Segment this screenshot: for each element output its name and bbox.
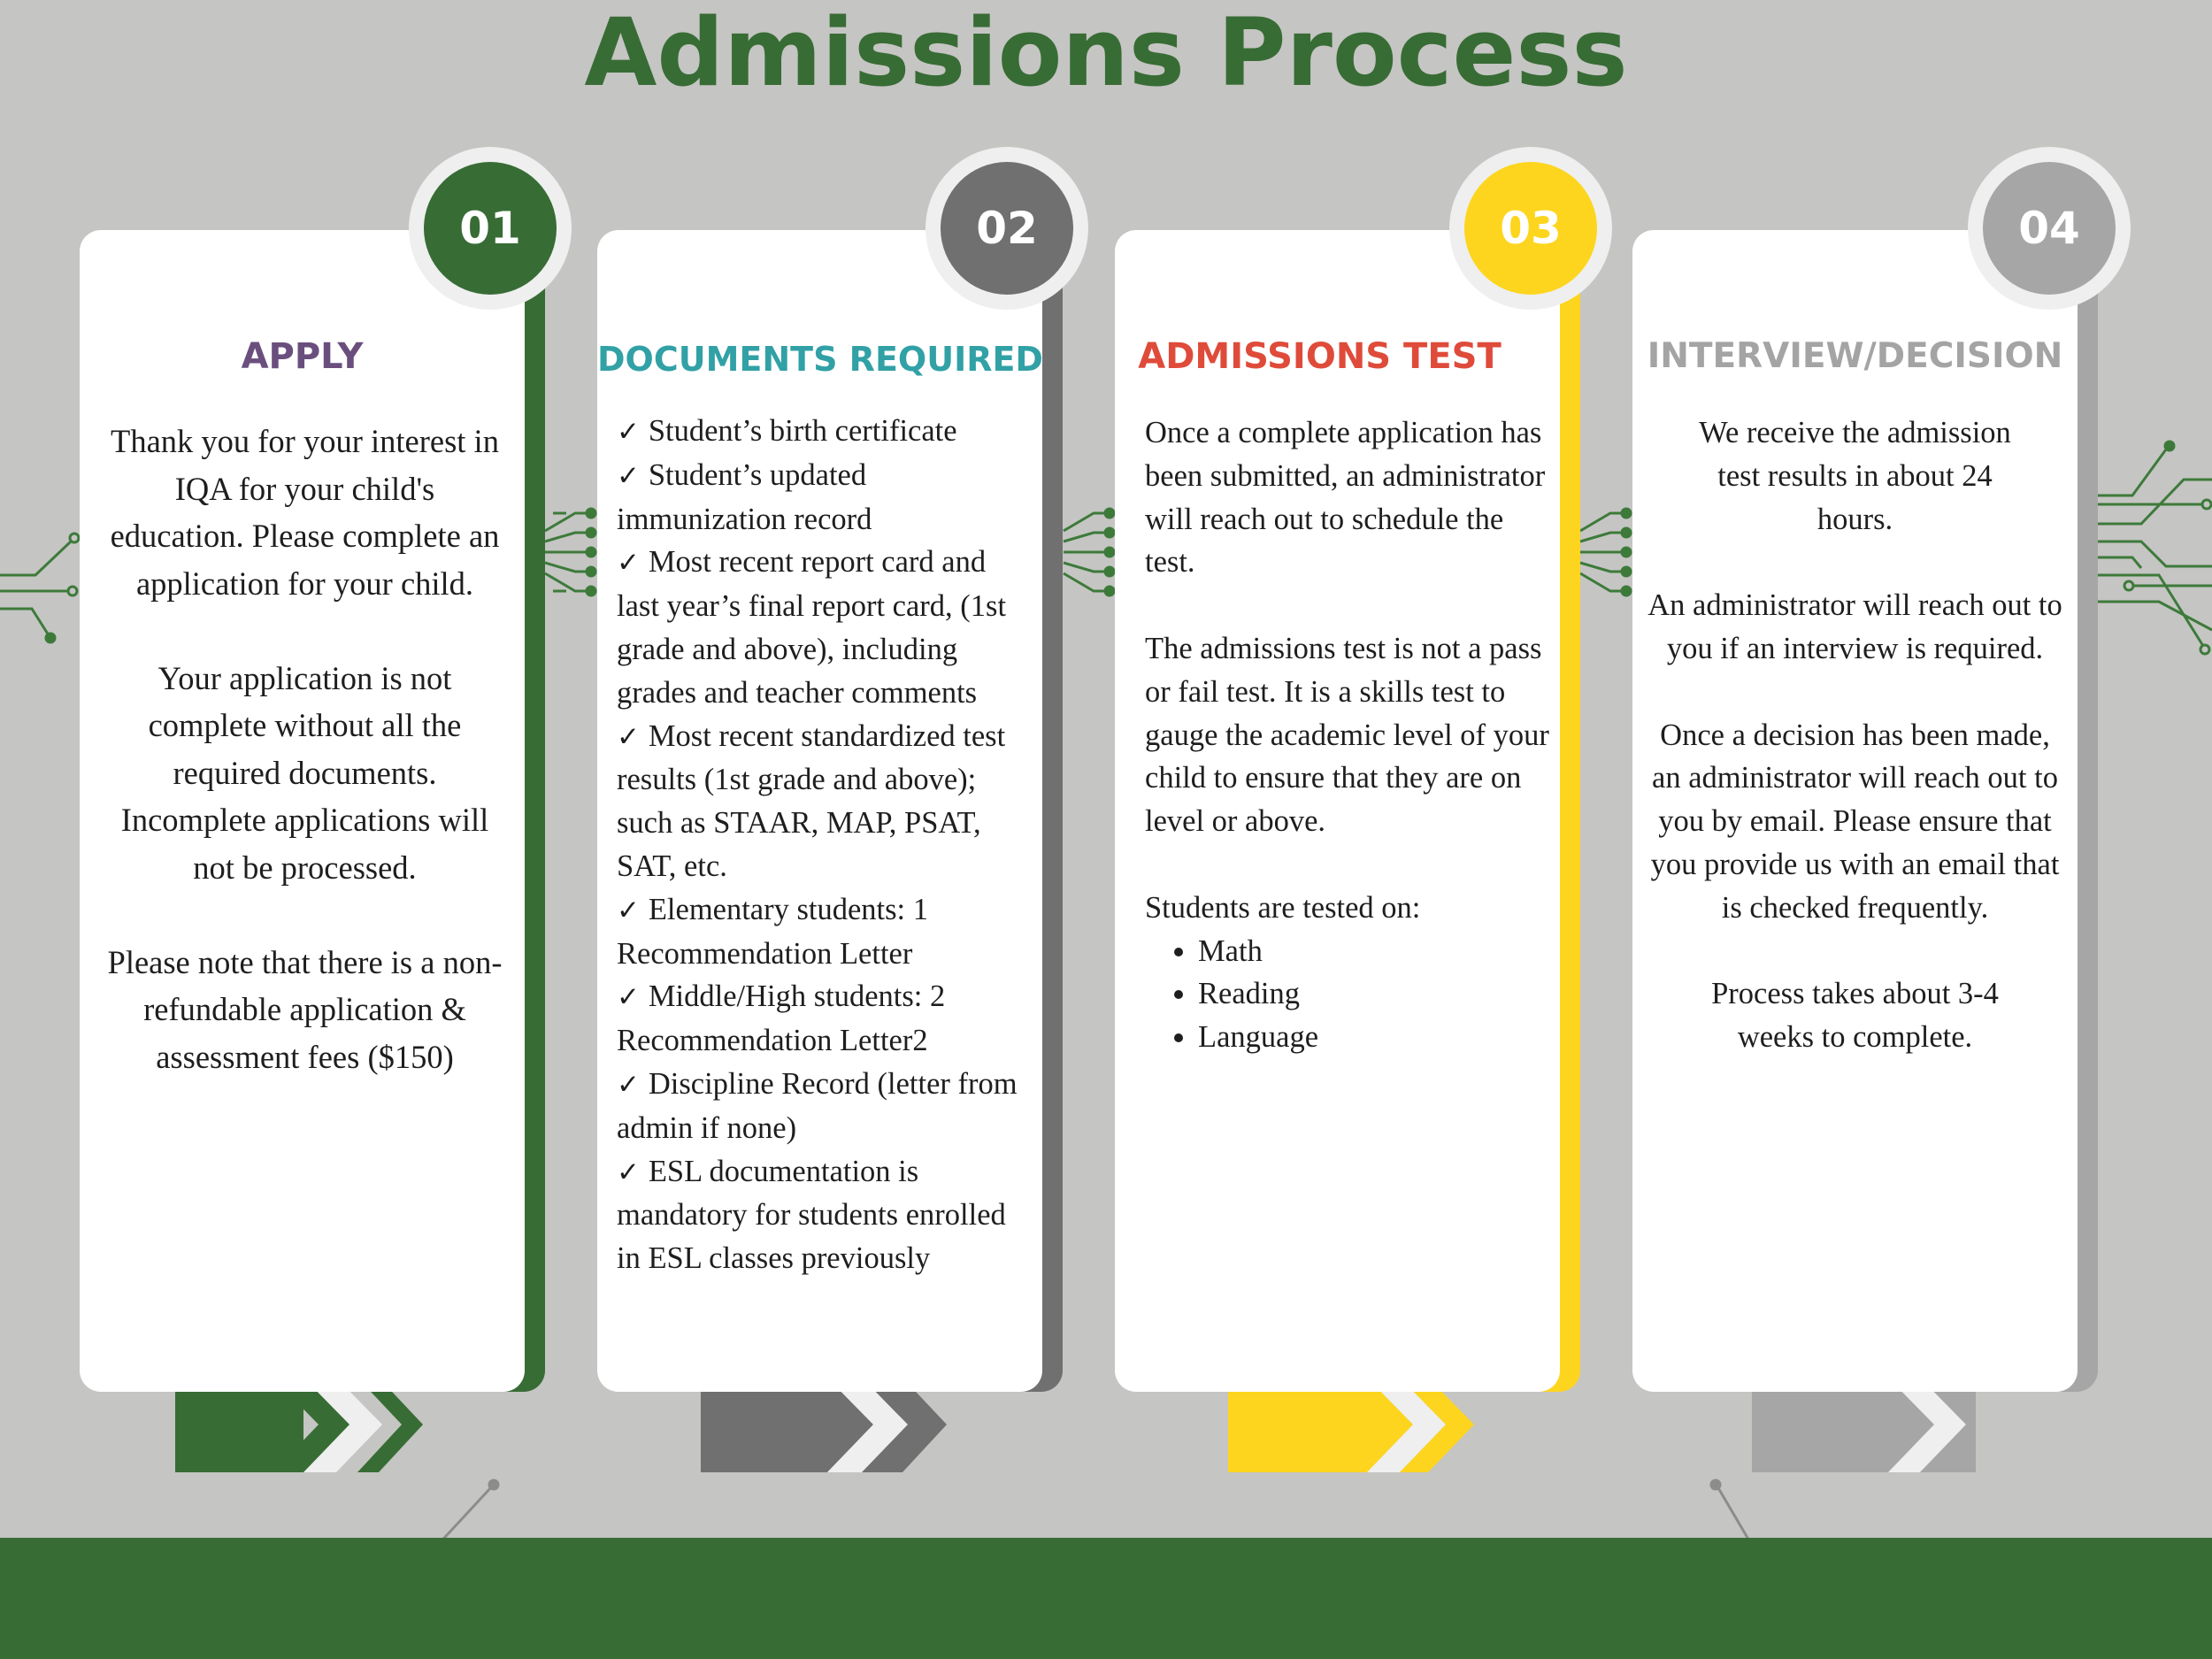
card-heading: DOCUMENTS REQUIRED <box>597 340 1043 379</box>
step-badge-04: 04 <box>1968 147 2131 310</box>
footer-band <box>0 1538 2212 1659</box>
card-heading: ADMISSIONS TEST <box>1138 336 1502 377</box>
connector-3-4 <box>1579 507 1632 597</box>
card-paragraph: The admissions test is not a pass or fai… <box>1145 631 1549 839</box>
checklist-item: Student’s updated immunization record <box>617 454 1030 541</box>
card-body: We receive the admission test results in… <box>1632 411 2078 1059</box>
step-card-apply: APPLY Thank you for your interest in IQA… <box>80 230 525 1392</box>
subject-item: Reading <box>1198 972 1549 1016</box>
checklist-item: ESL documentation is mandatory for stude… <box>617 1150 1030 1280</box>
card-paragraph: Your application is not complete without… <box>120 659 489 886</box>
card-heading: APPLY <box>241 336 364 377</box>
step-number: 01 <box>424 162 557 295</box>
checklist-item: Middle/High students: 2 Recommendation L… <box>617 975 1030 1063</box>
card-body: Once a complete application has been sub… <box>1115 411 1560 1059</box>
checklist-item: Discipline Record (letter from admin if … <box>617 1063 1030 1150</box>
card-heading: INTERVIEW/DECISION <box>1647 336 2063 376</box>
step-card-admissions-test: ADMISSIONS TEST Once a complete applicat… <box>1115 230 1560 1392</box>
arrow-banner-2 <box>701 1378 947 1472</box>
checklist-item: Elementary students: 1 Recommendation Le… <box>617 888 1030 976</box>
step-badge-02: 02 <box>926 147 1088 310</box>
step-card-interview-decision: INTERVIEW/DECISION We receive the admiss… <box>1632 230 2078 1392</box>
step-badge-01: 01 <box>409 147 572 310</box>
document-checklist: Student’s birth certificate Student’s up… <box>617 410 1030 1280</box>
connector-2-3 <box>1063 507 1116 597</box>
checklist-item: Most recent report card and last year’s … <box>617 541 1030 714</box>
card-paragraph: Please note that there is a non-refundab… <box>107 943 503 1075</box>
step-number: 03 <box>1464 162 1597 295</box>
card-paragraph: Once a complete application has been sub… <box>1145 416 1546 580</box>
subject-list: Math Reading Language <box>1145 930 1549 1059</box>
card-paragraph: An administrator will reach out to you i… <box>1647 588 2062 665</box>
arrow-banner-1 <box>175 1378 423 1472</box>
card-paragraph: Process takes about 3-4 weeks to complet… <box>1711 977 1999 1055</box>
step-number: 02 <box>941 162 1073 295</box>
card-paragraph: Students are tested on: <box>1145 890 1421 925</box>
card-body: Student’s birth certificate Student’s up… <box>597 410 1042 1280</box>
card-paragraph: Thank you for your interest in IQA for y… <box>110 423 500 602</box>
step-badge-03: 03 <box>1449 147 1612 310</box>
arrow-banner-4 <box>1752 1378 1976 1472</box>
checklist-item: Most recent standardized test results (1… <box>617 715 1030 888</box>
connector-1-2 <box>544 507 597 597</box>
subject-item: Language <box>1198 1016 1549 1059</box>
card-paragraph: Once a decision has been made, an admini… <box>1650 718 2060 925</box>
card-paragraph: We receive the admission test results in… <box>1699 416 2011 536</box>
card-body: Thank you for your interest in IQA for y… <box>80 418 525 1080</box>
checklist-item: Student’s birth certificate <box>617 410 1030 454</box>
subject-item: Math <box>1198 930 1549 973</box>
arrow-banner-3 <box>1228 1378 1474 1472</box>
step-card-documents: DOCUMENTS REQUIRED Student’s birth certi… <box>597 230 1043 1392</box>
step-number: 04 <box>1983 162 2116 295</box>
circuit-lines <box>0 440 2212 656</box>
page-title: Admissions Process <box>584 0 1628 107</box>
